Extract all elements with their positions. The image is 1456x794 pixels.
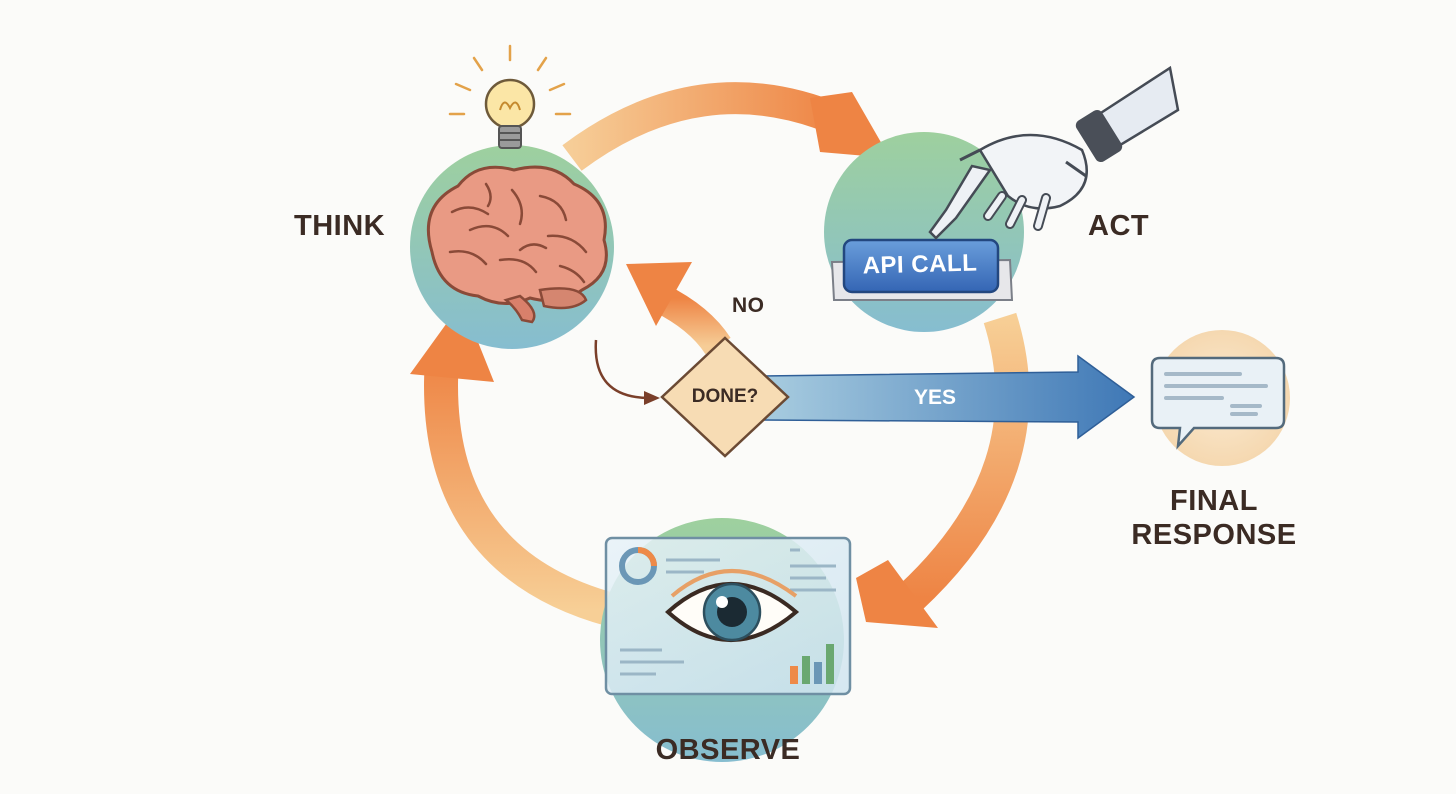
final-response-label-line1: FINAL (1170, 485, 1258, 517)
final-response-label-line2: RESPONSE (1131, 519, 1297, 551)
no-label: NO (732, 294, 765, 317)
done-question-label: DONE? (691, 386, 759, 407)
arrow-no-back-to-think (626, 262, 731, 355)
final-response-node (1150, 330, 1290, 466)
robot-hand-icon (928, 65, 1180, 240)
entry-pointer-arrow (594, 339, 660, 405)
yes-label: YES (913, 386, 957, 409)
brain-icon (426, 165, 608, 324)
lightbulb-icon (448, 44, 572, 149)
act-label: ACT (1088, 210, 1150, 242)
api-call-button (830, 238, 1014, 301)
final-response-label: FINAL RESPONSE (1131, 484, 1296, 552)
eye-icon (665, 569, 800, 642)
api-call-label: API CALL (862, 249, 978, 280)
decision-diamond (660, 336, 790, 458)
arrow-observe-to-think (410, 302, 617, 627)
arrow-yes-to-final (759, 354, 1136, 440)
arrow-act-to-observe (856, 312, 1030, 628)
think-node (410, 44, 614, 349)
observe-node (600, 518, 852, 762)
think-label: THINK (294, 210, 386, 242)
act-node (824, 65, 1180, 332)
chat-bubble-icon (1150, 356, 1286, 450)
observe-label: OBSERVE (655, 734, 801, 766)
arrow-think-to-act (562, 82, 890, 171)
